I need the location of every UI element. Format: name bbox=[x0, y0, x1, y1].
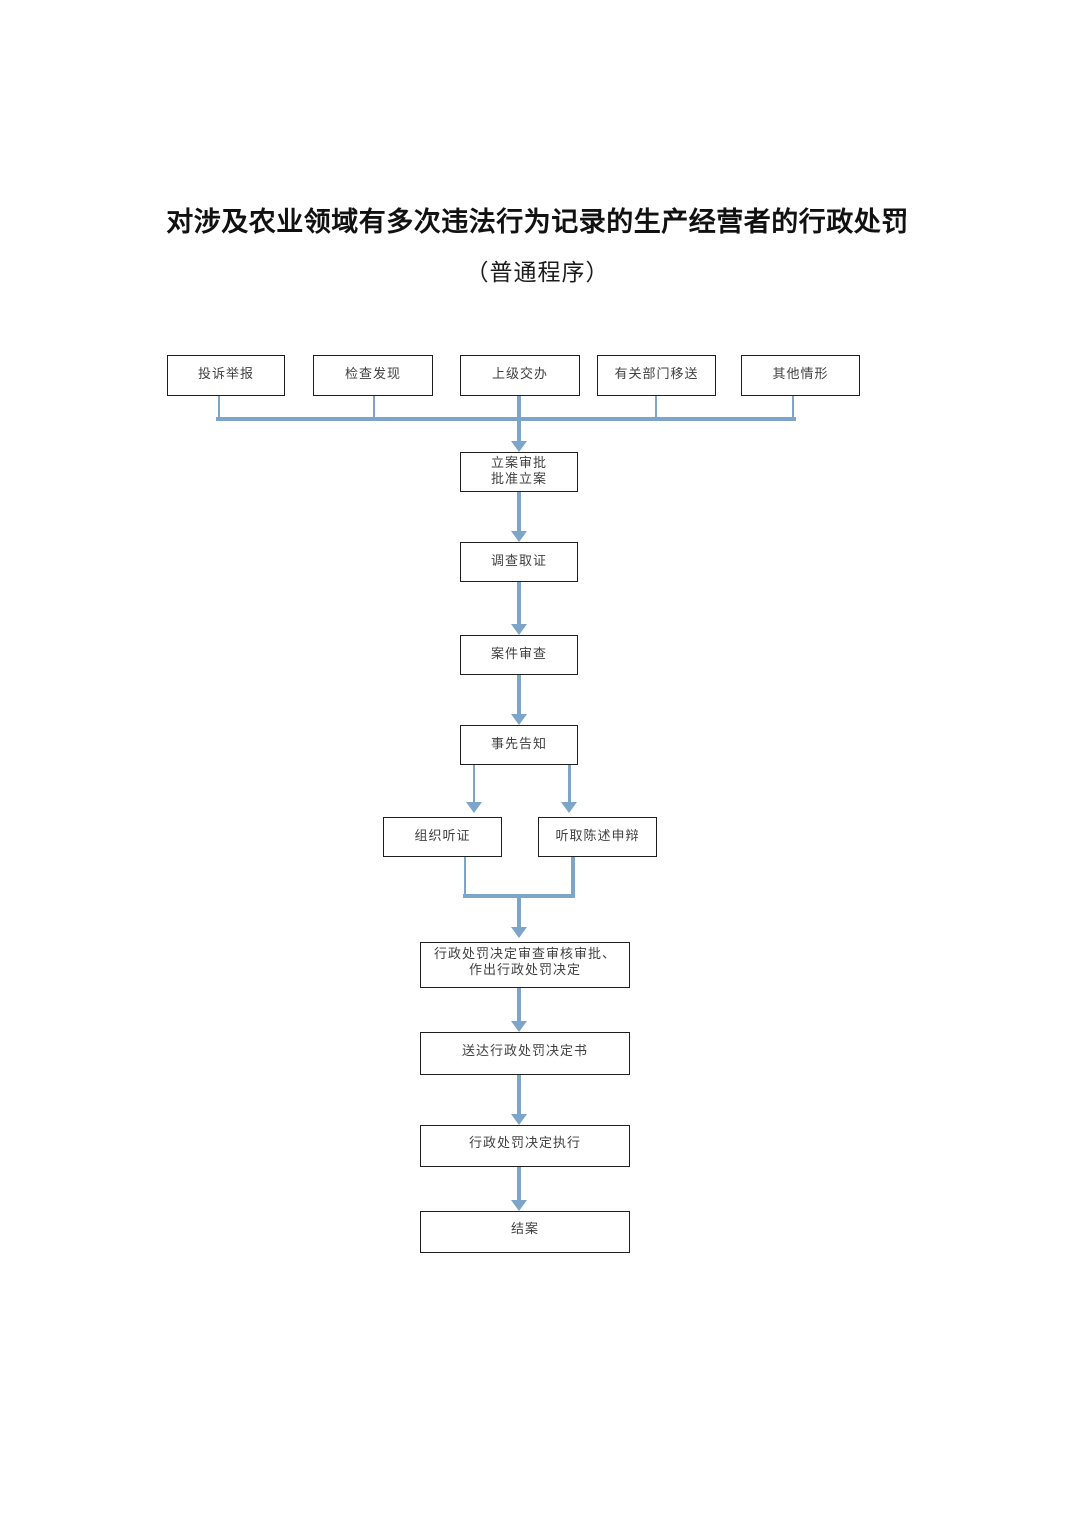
flow-node-case-review: 案件审查 bbox=[460, 635, 578, 675]
node-label: 投诉举报 bbox=[197, 366, 254, 381]
connector-investigation-review bbox=[517, 582, 521, 624]
connector-stub-5 bbox=[792, 396, 794, 419]
arrowhead-to-closing bbox=[511, 1200, 527, 1211]
connector-stub-4 bbox=[655, 396, 657, 419]
node-label-line2: 批准立案 bbox=[490, 470, 547, 486]
node-label-line2: 作出行政处罚决定 bbox=[468, 962, 581, 977]
flow-node-inspection-discovery: 检查发现 bbox=[313, 355, 433, 396]
flow-node-case-closed: 结案 bbox=[420, 1211, 630, 1253]
arrowhead-to-case-review bbox=[511, 624, 527, 635]
flow-node-department-transfer: 有关部门移送 bbox=[597, 355, 716, 396]
node-label: 调查取证 bbox=[490, 552, 547, 568]
connector-decision-delivery bbox=[517, 988, 521, 1021]
arrowhead-to-decision bbox=[511, 927, 527, 938]
flow-node-superior-assignment: 上级交办 bbox=[460, 355, 580, 396]
node-label: 送达行政处罚决定书 bbox=[461, 1042, 588, 1058]
connector-stub-1 bbox=[218, 396, 220, 419]
flow-node-statement-defense: 听取陈述申辩 bbox=[538, 817, 657, 857]
page-subtitle: （普通程序） bbox=[465, 260, 610, 285]
connector-execution-closing bbox=[517, 1167, 521, 1200]
node-label: 案件审查 bbox=[490, 645, 547, 661]
connector-stub-2 bbox=[373, 396, 375, 419]
node-label: 事先告知 bbox=[490, 735, 547, 751]
flow-node-complaint-report: 投诉举报 bbox=[167, 355, 285, 396]
node-label: 上级交办 bbox=[491, 366, 548, 381]
node-label: 听取陈述申辩 bbox=[555, 827, 640, 843]
page-title: 对涉及农业领域有多次违法行为记录的生产经营者的行政处罚 bbox=[166, 207, 909, 237]
connector-branch-left bbox=[473, 765, 475, 802]
connector-review-notice bbox=[517, 675, 521, 714]
node-label: 其他情形 bbox=[772, 366, 829, 381]
node-label-line1: 行政处罚决定审查审核审批、 bbox=[433, 946, 616, 961]
connector-filing-investigation bbox=[517, 492, 521, 531]
arrowhead-to-hearing bbox=[466, 802, 482, 813]
arrowhead-to-prior-notice bbox=[511, 714, 527, 725]
arrowhead-to-investigation bbox=[511, 531, 527, 542]
node-label: 组织听证 bbox=[414, 827, 471, 843]
flow-node-investigation: 调查取证 bbox=[460, 542, 578, 582]
connector-merge-down bbox=[517, 896, 521, 927]
node-label-line1: 立案审批 bbox=[490, 454, 547, 470]
node-label: 有关部门移送 bbox=[614, 366, 699, 381]
arrowhead-to-statement bbox=[561, 802, 577, 813]
arrowhead-to-delivery bbox=[511, 1021, 527, 1032]
flow-node-other-circumstances: 其他情形 bbox=[741, 355, 860, 396]
flow-node-prior-notice: 事先告知 bbox=[460, 725, 578, 765]
connector-merge-right bbox=[571, 857, 575, 896]
connector-delivery-execution bbox=[517, 1075, 521, 1114]
connector-branch-right bbox=[568, 765, 571, 802]
node-label: 结案 bbox=[510, 1221, 539, 1236]
connector-bus bbox=[216, 417, 796, 421]
flow-node-penalty-decision: 行政处罚决定审查审核审批、 作出行政处罚决定 bbox=[420, 942, 630, 988]
flow-node-deliver-decision: 送达行政处罚决定书 bbox=[420, 1032, 630, 1075]
flow-node-execute-decision: 行政处罚决定执行 bbox=[420, 1125, 630, 1167]
flow-node-filing-approval: 立案审批 批准立案 bbox=[460, 452, 578, 492]
connector-merge-left bbox=[464, 857, 466, 896]
flow-node-organize-hearing: 组织听证 bbox=[383, 817, 502, 857]
connector-main-line bbox=[517, 396, 521, 441]
arrowhead-to-execution bbox=[511, 1114, 527, 1125]
node-label: 检查发现 bbox=[344, 366, 401, 381]
arrowhead-to-filing bbox=[511, 441, 527, 452]
node-label: 行政处罚决定执行 bbox=[468, 1135, 581, 1150]
